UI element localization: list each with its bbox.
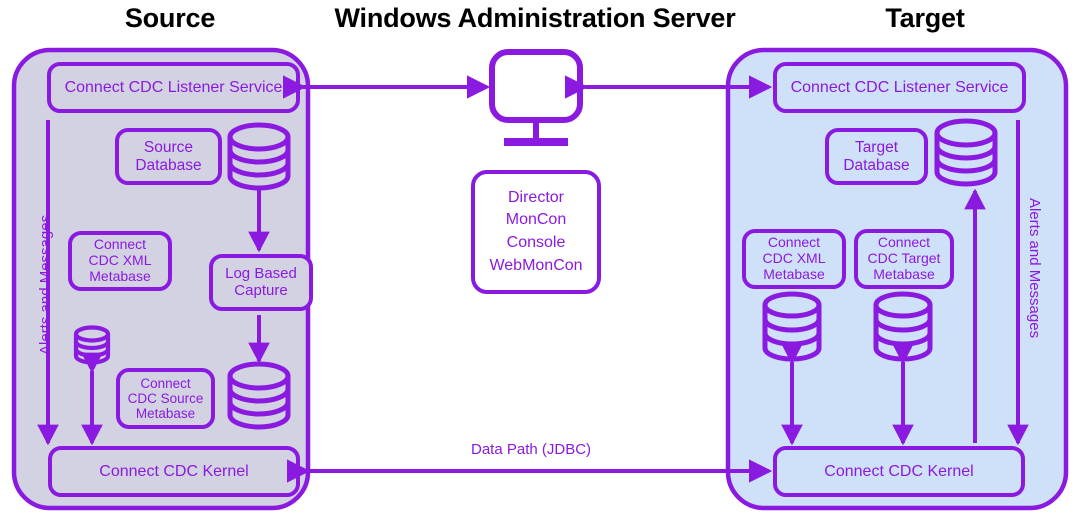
monitor-icon [489, 49, 583, 146]
source-listener-box [47, 62, 300, 113]
source-title: Source [124, 3, 216, 33]
source-kernel-box [48, 446, 300, 497]
source-alerts-label: Alerts and Messages [37, 214, 54, 355]
source-xml-metabase-box [68, 231, 172, 291]
target-listener-box [773, 62, 1026, 113]
capture-store-cylinder [227, 361, 291, 430]
center-tools-box [471, 170, 601, 294]
source-database-cylinder [227, 122, 291, 191]
source-metabase-box [116, 368, 215, 429]
source-database-box [115, 128, 222, 185]
target-title: Target [885, 3, 965, 33]
target-xml-metabase-box [742, 229, 846, 289]
log-based-capture-box [209, 254, 313, 311]
center-title: Windows Administration Server [334, 3, 736, 33]
target-kernel-box [773, 446, 1025, 497]
target-metabase-box [854, 229, 954, 289]
target-database-cylinder [934, 118, 998, 187]
target-database-box [825, 128, 928, 185]
data-path-label: Data Path (JDBC) [471, 441, 592, 458]
target-alerts-label: Alerts and Messages [1026, 198, 1043, 339]
